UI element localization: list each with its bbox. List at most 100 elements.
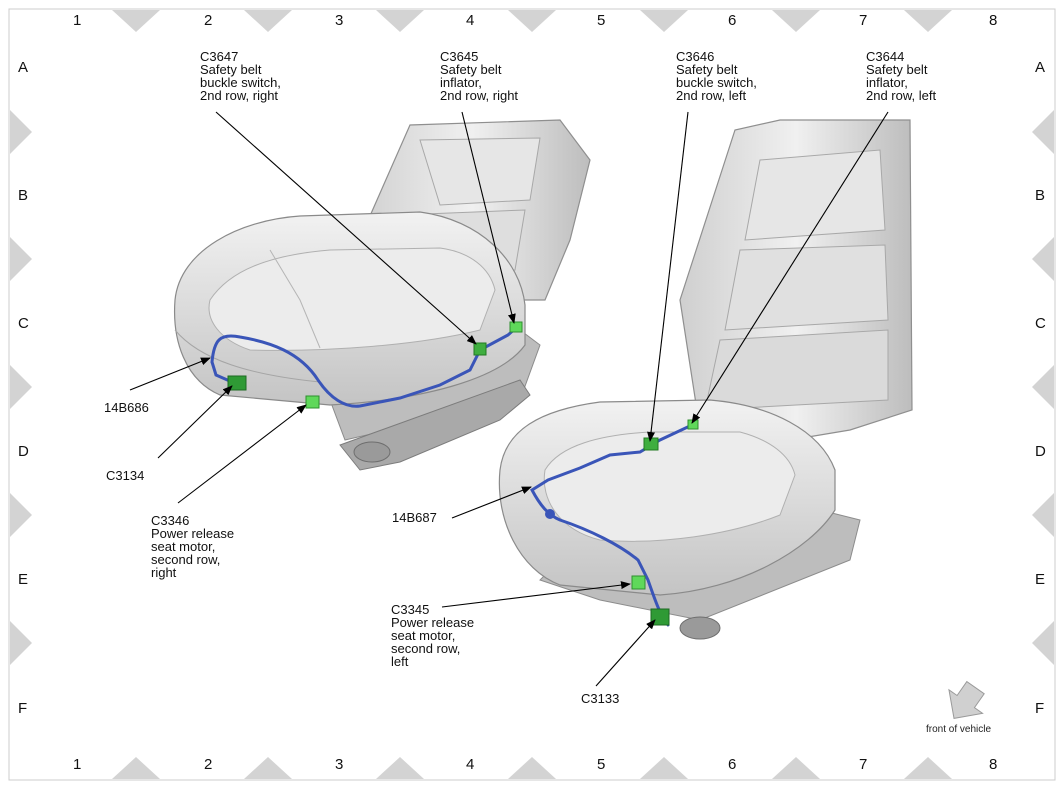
callout-code: C3346 xyxy=(151,513,190,528)
grid-col-top: 1 xyxy=(73,12,82,29)
zone-marker xyxy=(10,365,32,409)
connector-c3647 xyxy=(473,342,487,356)
zone-marker xyxy=(10,110,32,154)
grid-col-bottom: 6 xyxy=(728,756,737,773)
grid-col-bottom: 5 xyxy=(597,756,606,773)
leader-lines xyxy=(129,111,889,687)
seat-left-illustration xyxy=(498,119,913,640)
grid-row-right: C xyxy=(1035,315,1046,332)
callout-14b687: 14B687 xyxy=(392,511,437,524)
zone-marker xyxy=(244,10,292,32)
connector-c3645 xyxy=(509,321,523,333)
grid-row-left: B xyxy=(18,187,29,204)
zone-marker xyxy=(640,10,688,32)
grid-row-right: A xyxy=(1035,59,1046,76)
zone-marker xyxy=(112,757,160,779)
zone-marker xyxy=(1032,493,1054,537)
zone-marker xyxy=(1032,365,1054,409)
grid-row-left: C xyxy=(18,315,29,332)
callout-code: 14B686 xyxy=(104,400,149,415)
callout-desc-line: second row, xyxy=(391,641,461,656)
callout-desc-line: buckle switch, xyxy=(200,75,281,90)
zone-marker xyxy=(10,621,32,665)
leader-14b687 xyxy=(451,486,532,519)
callout-code: C3134 xyxy=(106,468,145,483)
grid-col-bottom: 3 xyxy=(335,756,344,773)
zone-marker xyxy=(376,757,424,779)
grid-row-left: D xyxy=(18,443,29,460)
callout-desc-line: left xyxy=(391,654,409,669)
callout-code: C3644 xyxy=(866,49,905,64)
zone-marker xyxy=(904,10,952,32)
grid-col-bottom: 4 xyxy=(466,756,475,773)
grid-col-bottom: 7 xyxy=(859,756,868,773)
callout-desc-line: Safety belt xyxy=(440,62,502,77)
grid-row-right: D xyxy=(1035,443,1046,460)
zone-marker xyxy=(244,757,292,779)
zone-marker xyxy=(508,10,556,32)
grid-col-bottom: 1 xyxy=(73,756,82,773)
callout-desc-line: inflator, xyxy=(866,75,908,90)
callout-desc-line: 2nd row, left xyxy=(676,88,747,103)
leader-c3647 xyxy=(215,111,477,345)
callout-14b686: 14B686 xyxy=(104,401,149,414)
leader-c3133 xyxy=(595,619,656,687)
callout-desc-line: Safety belt xyxy=(866,62,928,77)
connector-c3133 xyxy=(650,608,670,626)
grid-col-top: 5 xyxy=(597,12,606,29)
callout-c3346: C3346 Power release seat motor, second r… xyxy=(151,514,234,579)
callout-desc-line: inflator, xyxy=(440,75,482,90)
grid-col-bottom: 8 xyxy=(989,756,998,773)
leader-c3645 xyxy=(461,111,516,324)
grid-col-top: 8 xyxy=(989,12,998,29)
leader-c3345 xyxy=(441,581,631,608)
grid-col-top: 2 xyxy=(204,12,213,29)
grid-row-left: A xyxy=(18,59,29,76)
zone-marker xyxy=(1032,237,1054,281)
grid-row-right: B xyxy=(1035,187,1046,204)
callout-c3646: C3646 Safety belt buckle switch, 2nd row… xyxy=(676,50,757,102)
callout-desc-line: right xyxy=(151,565,177,580)
callout-c3644: C3644 Safety belt inflator, 2nd row, lef… xyxy=(866,50,936,102)
zone-marker xyxy=(112,10,160,32)
connector-c3345 xyxy=(631,575,646,590)
callout-code: C3133 xyxy=(581,691,620,706)
connector-c3646 xyxy=(643,437,659,451)
grid-row-right: F xyxy=(1035,700,1045,717)
callout-code: 14B687 xyxy=(392,510,437,525)
zone-marker xyxy=(772,757,820,779)
callout-code: C3345 xyxy=(391,602,430,617)
grid-col-top: 7 xyxy=(859,12,868,29)
zone-marker xyxy=(10,237,32,281)
callout-desc-line: Safety belt xyxy=(200,62,262,77)
callout-c3645: C3645 Safety belt inflator, 2nd row, rig… xyxy=(440,50,518,102)
grid-row-left: F xyxy=(18,700,28,717)
connector-c3346 xyxy=(305,395,320,409)
callout-code: C3647 xyxy=(200,49,239,64)
zone-marker xyxy=(376,10,424,32)
front-of-vehicle-label: front of vehicle xyxy=(926,724,992,735)
front-of-vehicle-arrow-icon xyxy=(948,680,985,719)
callout-desc-line: Safety belt xyxy=(676,62,738,77)
zone-marker xyxy=(772,10,820,32)
callout-desc-line: seat motor, xyxy=(151,539,216,554)
leader-c3134 xyxy=(157,385,233,459)
grid-row-left: E xyxy=(18,571,29,588)
callout-desc-line: seat motor, xyxy=(391,628,456,643)
callout-desc-line: 2nd row, right xyxy=(440,88,519,103)
zone-markers xyxy=(10,10,1054,779)
zone-marker xyxy=(640,757,688,779)
grid-col-top: 4 xyxy=(466,12,475,29)
grid-col-top: 6 xyxy=(728,12,737,29)
callout-c3345: C3345 Power release seat motor, second r… xyxy=(391,603,474,668)
callout-desc-line: Power release xyxy=(391,615,475,630)
zone-marker xyxy=(1032,110,1054,154)
callout-desc-line: Power release xyxy=(151,526,235,541)
zone-marker xyxy=(10,493,32,537)
callout-code: C3646 xyxy=(676,49,715,64)
seat-right-illustration xyxy=(173,119,591,471)
callout-desc-line: 2nd row, left xyxy=(866,88,937,103)
grid-row-right: E xyxy=(1035,571,1046,588)
zone-marker xyxy=(904,757,952,779)
